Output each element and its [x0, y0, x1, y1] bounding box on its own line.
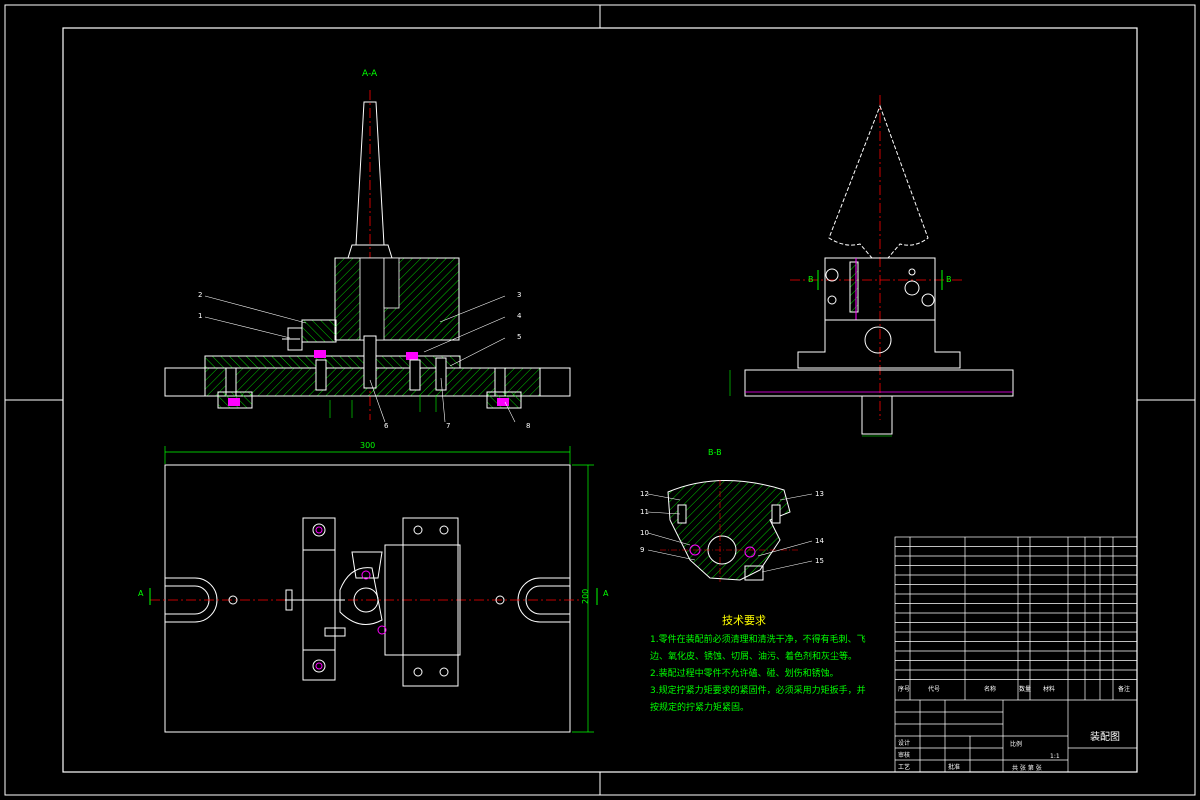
part-number-13: 13 — [815, 490, 824, 498]
tb-sheet-label: 共 张 第 张 — [1012, 764, 1042, 772]
part-number-11: 11 — [640, 508, 649, 516]
part-number-14: 14 — [815, 537, 824, 545]
tb-header-qty: 数量 — [1019, 685, 1031, 693]
sheet-frame — [4, 4, 1196, 796]
part-number-2: 2 — [198, 291, 202, 299]
part-number-4: 4 — [517, 312, 522, 320]
part-number-5: 5 — [517, 333, 521, 341]
title-block — [894, 536, 1138, 773]
front-section-view: A-A — [164, 69, 571, 430]
tech-requirements: 1.零件在装配前必须清理和清洗干净，不得有毛刺、飞 边、氧化皮、锈蚀、切屑、油污… — [650, 632, 866, 742]
part-number-10: 10 — [640, 529, 649, 537]
tb-check-label: 审核 — [898, 751, 910, 759]
part-number-15: 15 — [815, 557, 824, 565]
tb-header-no: 序号 — [898, 685, 910, 693]
section-label-aa: A-A — [362, 69, 378, 79]
tb-approve-label: 批准 — [948, 763, 960, 771]
side-view: B B — [729, 95, 1014, 437]
dimension-width: 300 — [360, 441, 375, 450]
part-number-6: 6 — [384, 422, 389, 430]
tb-process-label: 工艺 — [898, 763, 910, 771]
tech-line: 按规定的拧紧力矩紧固。 — [650, 703, 750, 713]
arrow-label-a-left: A — [138, 589, 144, 598]
top-view: 300 200 A A — [138, 441, 609, 733]
tb-header-material: 材料 — [1043, 685, 1055, 693]
part-number-1: 1 — [198, 312, 202, 320]
tb-header-name: 名称 — [984, 685, 996, 693]
section-bb-view: B-B 12 11 10 9 13 14 15 — [640, 448, 824, 582]
arrow-label-a-right: A — [603, 589, 609, 598]
tech-requirements-title: 技术要求 — [722, 614, 766, 627]
tb-design-label: 设计 — [898, 739, 910, 747]
part-number-7: 7 — [446, 422, 450, 430]
tech-line: 2.装配过程中零件不允许磕、碰、划伤和锈蚀。 — [650, 669, 839, 679]
part-number-9: 9 — [640, 546, 644, 554]
tb-header-code: 代号 — [928, 685, 940, 693]
tb-scale-label: 比例 — [1010, 740, 1022, 748]
part-number-12: 12 — [640, 490, 649, 498]
arrow-label-b-left: B — [808, 275, 814, 284]
tb-scale-value: 1:1 — [1050, 753, 1060, 760]
dimension-height: 200 — [581, 589, 590, 604]
arrow-label-b-right: B — [946, 275, 952, 284]
tech-line: 边、氧化皮、锈蚀、切屑、油污、着色剂和灰尘等。 — [650, 652, 858, 662]
tech-line: 1.零件在装配前必须清理和清洗干净，不得有毛刺、飞 — [650, 635, 866, 645]
part-number-3: 3 — [517, 291, 521, 299]
tb-header-remark: 备注 — [1118, 685, 1130, 693]
part-number-8: 8 — [526, 422, 530, 430]
tb-drawing-name: 装配图 — [1090, 730, 1120, 743]
tech-line: 3.规定拧紧力矩要求的紧固件，必须采用力矩扳手，并 — [650, 686, 866, 696]
section-label-bb: B-B — [708, 448, 722, 457]
